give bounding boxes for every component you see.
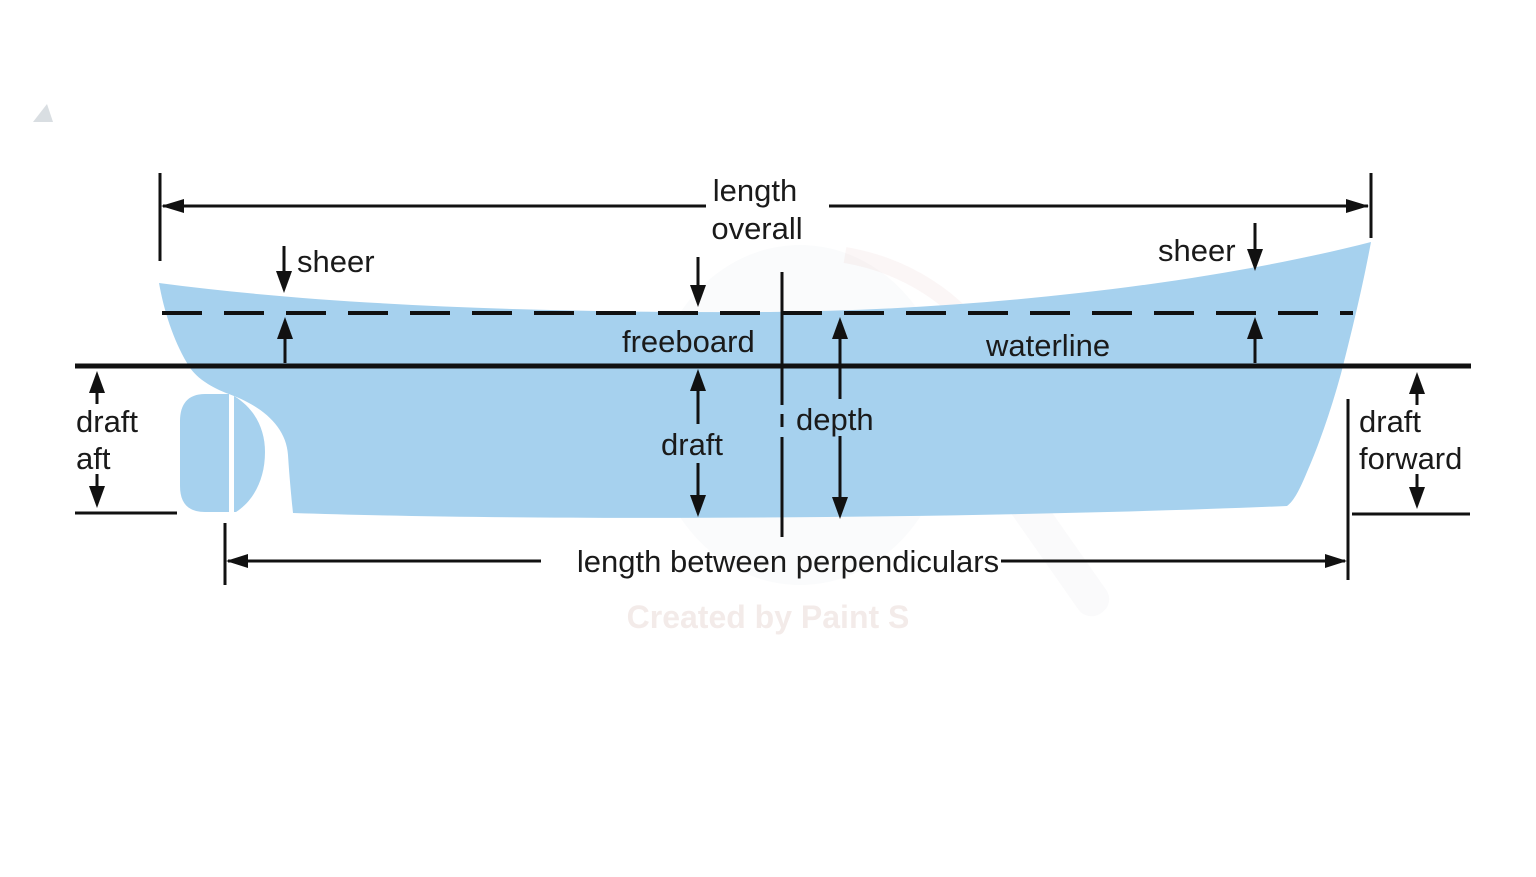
draft-label: draft	[661, 427, 723, 462]
draft-forward-up-arrowhead	[1409, 372, 1425, 394]
freeboard-top-arrowhead	[690, 285, 706, 307]
length-overall-label-line2: overall	[711, 211, 802, 246]
sheer-right-label: sheer	[1158, 233, 1236, 268]
freeboard-left-arrowhead	[277, 317, 293, 339]
depth-down-arrowhead	[832, 497, 848, 519]
watermark-text: Created by Paint S	[627, 599, 910, 635]
lbp-arrowhead-left	[226, 554, 248, 568]
rudder	[180, 394, 229, 512]
lbp-label: length between perpendiculars	[577, 544, 999, 579]
draft-aft-down-arrowhead	[89, 486, 105, 508]
draft-up-arrowhead	[690, 369, 706, 391]
draft-forward-label-line2: forward	[1359, 441, 1462, 476]
length-overall-label-line1: length	[713, 173, 797, 208]
draft-forward-label-line1: draft	[1359, 404, 1421, 439]
sheer-right-arrowhead	[1247, 249, 1263, 271]
depth-up-arrowhead	[832, 317, 848, 339]
loa-arrowhead-right	[1346, 199, 1369, 213]
draft-aft-label-line2: aft	[76, 441, 111, 476]
stern-aperture-disc	[234, 396, 265, 512]
waterline-label: waterline	[985, 328, 1110, 363]
depth-label: depth	[796, 402, 874, 437]
freeboard-right-arrowhead	[1247, 317, 1263, 339]
loa-arrowhead-left	[161, 199, 184, 213]
corner-triangle-logo-icon	[33, 104, 53, 122]
hull-profile	[159, 242, 1371, 518]
draft-forward-down-arrowhead	[1409, 487, 1425, 509]
sheer-left-arrowhead	[276, 271, 292, 293]
freeboard-label: freeboard	[622, 324, 755, 359]
sheer-left-label: sheer	[297, 244, 375, 279]
draft-aft-up-arrowhead	[89, 371, 105, 393]
draft-down-arrowhead	[690, 495, 706, 517]
draft-aft-label-line1: draft	[76, 404, 138, 439]
lbp-arrowhead-right	[1325, 554, 1347, 568]
